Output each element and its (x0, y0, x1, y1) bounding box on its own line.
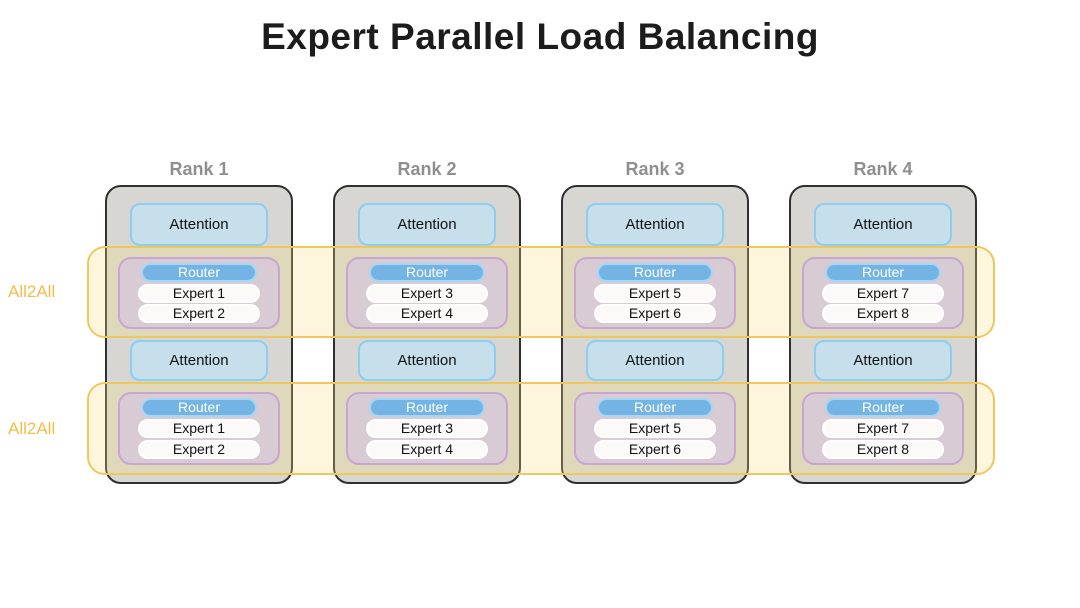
expert-block: Expert 1 (138, 283, 260, 303)
router-block: Router (369, 263, 485, 282)
expert-block: Expert 6 (594, 440, 716, 459)
attention-block: Attention (130, 203, 268, 246)
rank-label: Rank 3 (625, 159, 685, 179)
expert-block: Expert 4 (366, 304, 488, 323)
moe-group: Router Expert 1 Expert 2 (118, 392, 280, 465)
router-block: Router (825, 398, 941, 417)
moe-group: Router Expert 5 Expert 6 (574, 257, 736, 329)
moe-group: Router Expert 7 Expert 8 (802, 257, 964, 329)
router-block: Router (597, 263, 713, 282)
all2all-label: All2All (8, 282, 56, 301)
attention-block: Attention (586, 340, 724, 381)
rank-column-2: Rank 2 Attention Router Expert 3 Expert … (333, 155, 521, 484)
rank-label: Rank 2 (397, 159, 457, 179)
expert-block: Expert 3 (366, 419, 488, 438)
rank-body: Attention Router Expert 3 Expert 4 Atten… (333, 185, 521, 484)
rank-column-4: Rank 4 Attention Router Expert 7 Expert … (789, 155, 977, 484)
expert-block: Expert 2 (138, 304, 260, 323)
rank-body: Attention Router Expert 5 Expert 6 Atten… (561, 185, 749, 484)
expert-block: Expert 7 (822, 419, 944, 438)
rank-body: Attention Router Expert 7 Expert 8 Atten… (789, 185, 977, 484)
expert-block: Expert 5 (594, 419, 716, 438)
attention-block: Attention (814, 340, 952, 381)
attention-block: Attention (130, 340, 268, 381)
attention-block: Attention (586, 203, 724, 246)
router-block: Router (597, 398, 713, 417)
router-block: Router (825, 263, 941, 282)
rank-label: Rank 1 (169, 159, 229, 179)
moe-group: Router Expert 3 Expert 4 (346, 257, 508, 329)
expert-block: Expert 3 (366, 283, 488, 303)
rank-column-1: Rank 1 Attention Router Expert 1 Expert … (105, 155, 293, 484)
rank-body: Attention Router Expert 1 Expert 2 Atten… (105, 185, 293, 484)
moe-group: Router Expert 3 Expert 4 (346, 392, 508, 465)
moe-group: Router Expert 7 Expert 8 (802, 392, 964, 465)
moe-group: Router Expert 5 Expert 6 (574, 392, 736, 465)
expert-block: Expert 8 (822, 440, 944, 459)
expert-block: Expert 8 (822, 304, 944, 323)
router-block: Router (141, 398, 257, 417)
router-block: Router (141, 263, 257, 282)
attention-block: Attention (814, 203, 952, 246)
expert-block: Expert 5 (594, 283, 716, 303)
expert-block: Expert 2 (138, 440, 260, 459)
attention-block: Attention (358, 340, 496, 381)
expert-block: Expert 1 (138, 419, 260, 438)
attention-block: Attention (358, 203, 496, 246)
moe-group: Router Expert 1 Expert 2 (118, 257, 280, 329)
diagram-title: Expert Parallel Load Balancing (261, 16, 819, 57)
router-block: Router (369, 398, 485, 417)
expert-block: Expert 4 (366, 440, 488, 459)
expert-block: Expert 7 (822, 283, 944, 303)
expert-block: Expert 6 (594, 304, 716, 323)
rank-label: Rank 4 (853, 159, 913, 179)
all2all-label: All2All (8, 418, 56, 438)
rank-column-3: Rank 3 Attention Router Expert 5 Expert … (561, 155, 749, 484)
